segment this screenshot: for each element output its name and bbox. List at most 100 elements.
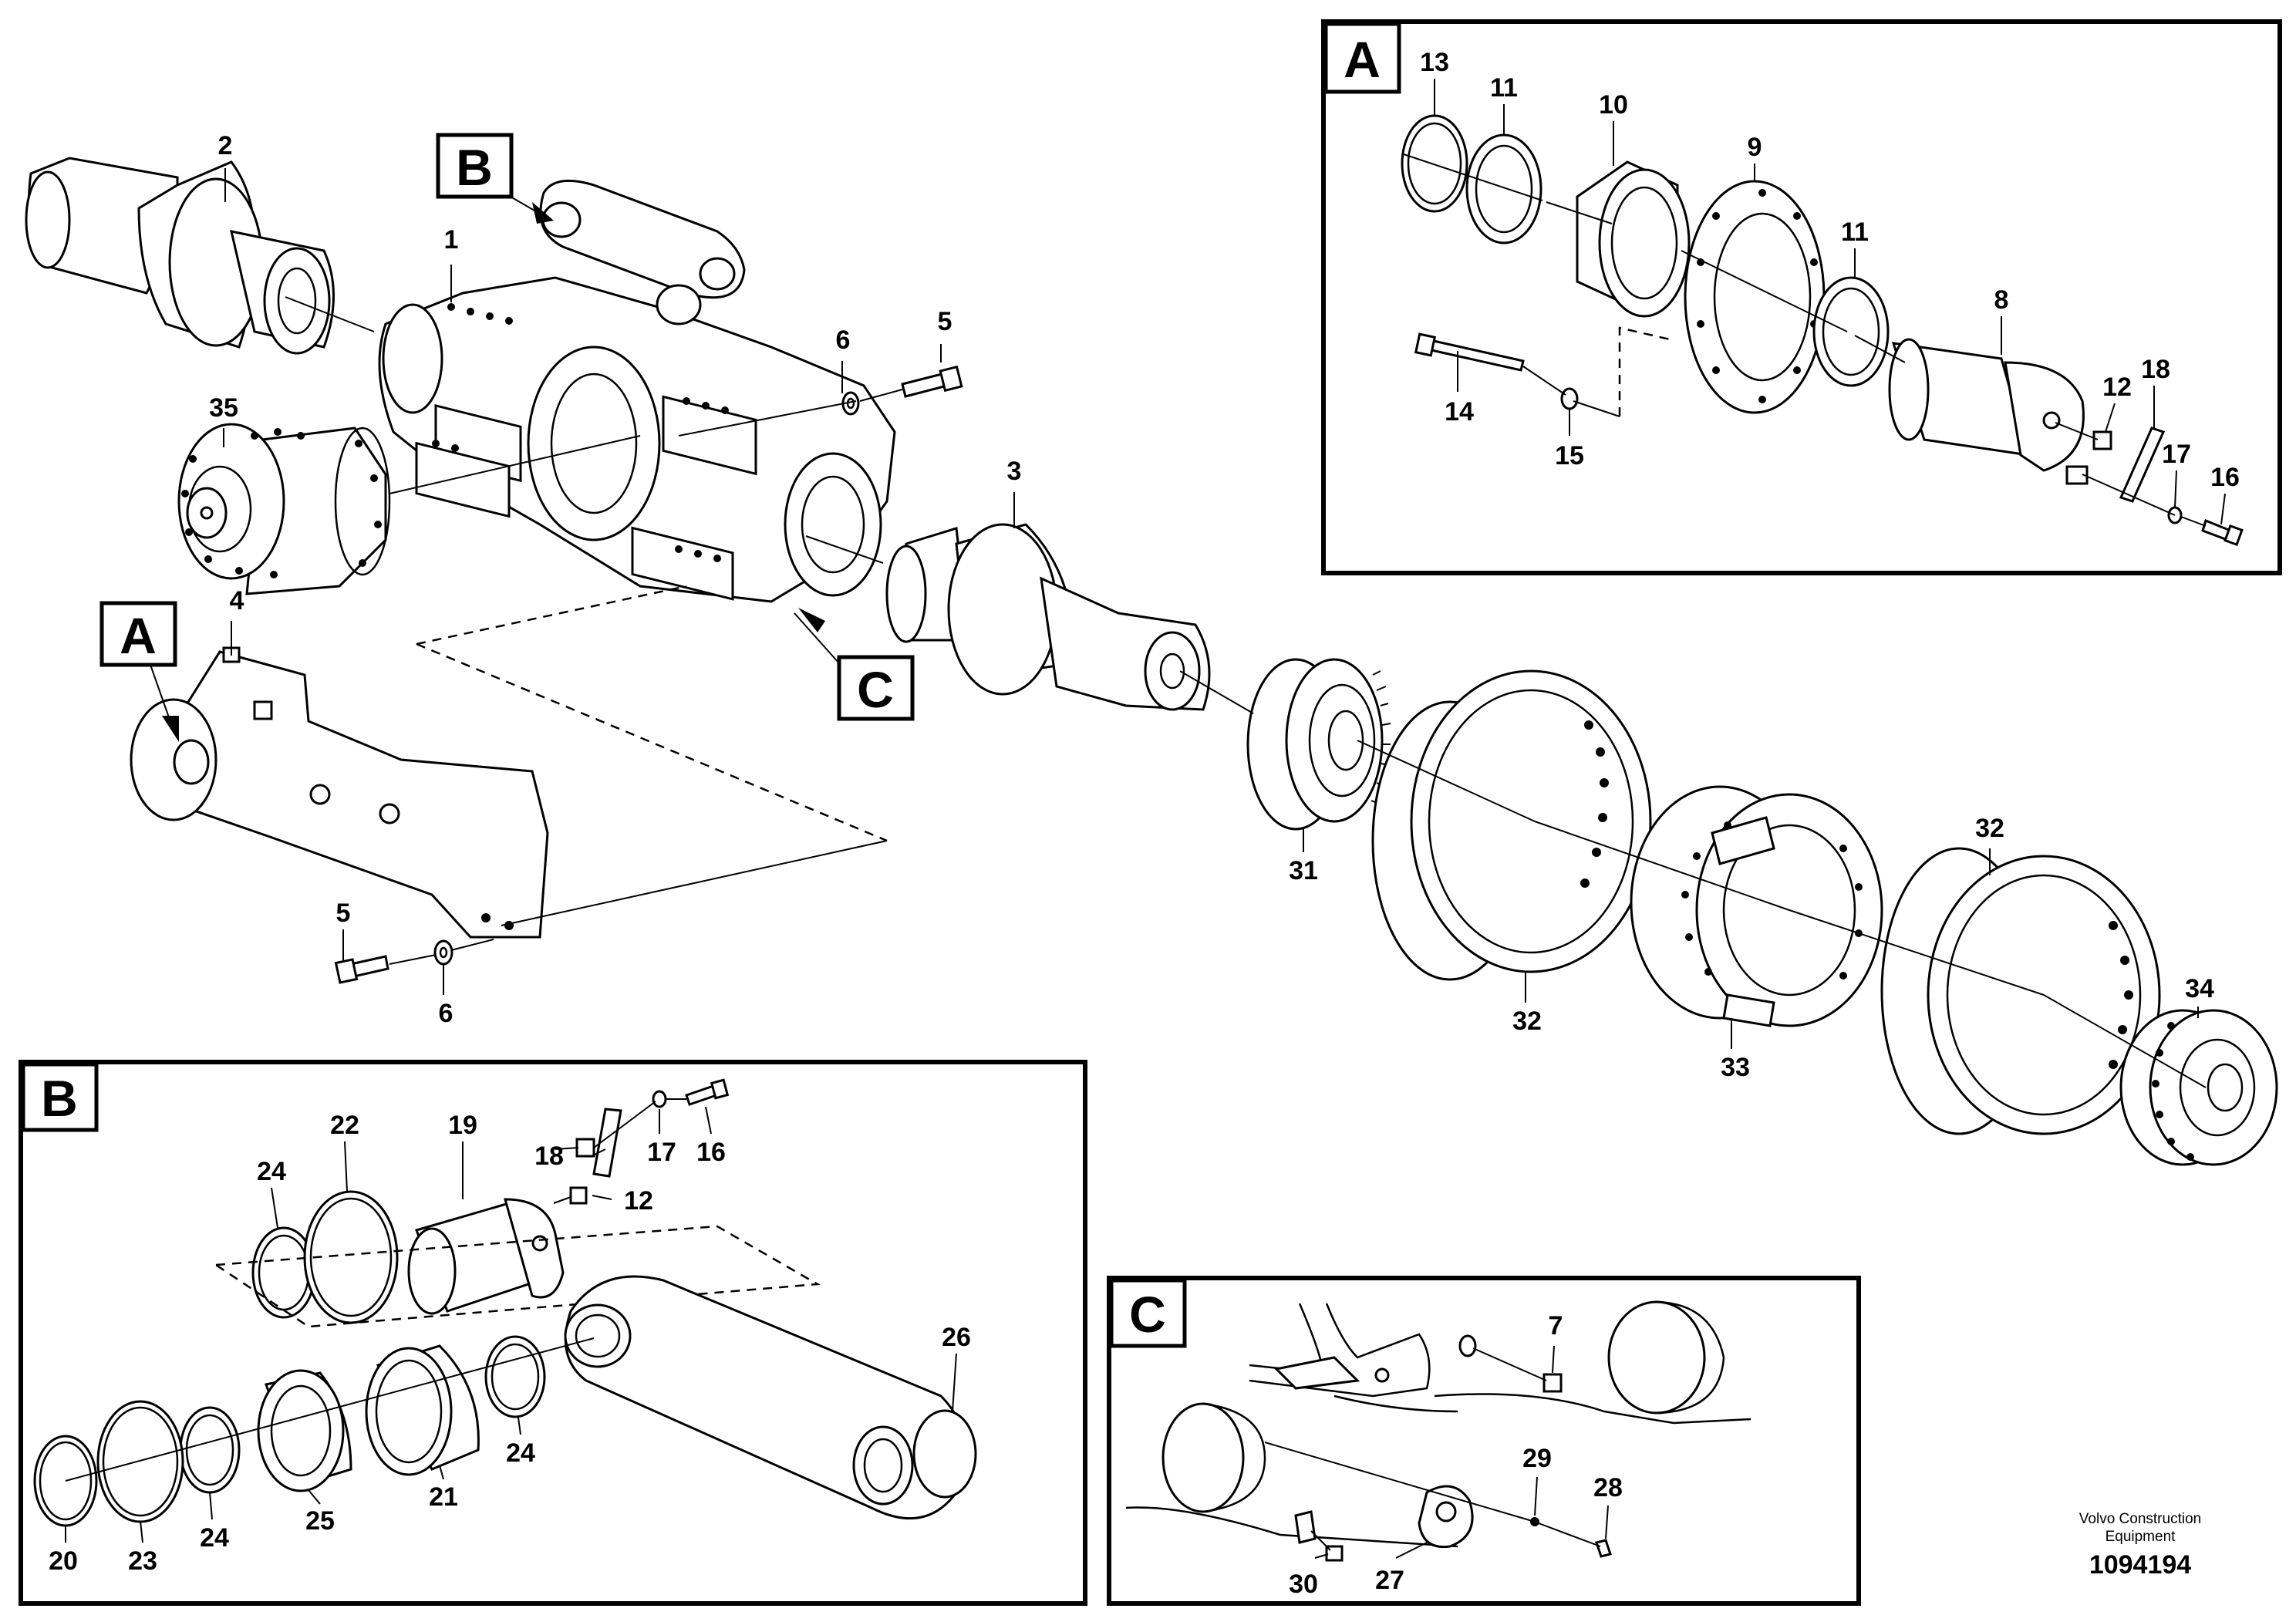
manufacturer-line-2: Equipment <box>2106 1529 2176 1545</box>
callout-32-outer: 32 <box>1975 814 2004 843</box>
detail-a-label: A <box>1344 31 1381 88</box>
link-arm-assembly <box>539 179 746 325</box>
lock-plate-18 <box>2119 427 2166 503</box>
seal-ring-11b <box>1812 276 1890 387</box>
callout-a-12: 12 <box>2102 373 2132 402</box>
detail-a-panel: A <box>1321 19 2282 575</box>
callout-b-16: 16 <box>696 1138 726 1167</box>
callout-2: 2 <box>218 131 233 160</box>
callout-a-17: 17 <box>2162 440 2191 469</box>
bolt-14 <box>1423 338 1525 372</box>
planetary-hub-31 <box>1246 658 1391 831</box>
retaining-ring-13 <box>1401 114 1468 213</box>
callout-c-29: 29 <box>1522 1444 1552 1473</box>
callout-33: 33 <box>1721 1053 1750 1082</box>
callout-c-7: 7 <box>1549 1311 1563 1340</box>
callout-b-12: 12 <box>624 1186 653 1216</box>
callout-b-24-top: 24 <box>257 1157 286 1186</box>
callout-b-26: 26 <box>942 1323 971 1352</box>
callout-c-28: 28 <box>1593 1473 1623 1502</box>
manufacturer-line-1: Volvo Construction <box>2079 1511 2201 1527</box>
main-assembly: 2 1 5 6 3 35 4 5 6 31 32 33 32 34 B A <box>25 131 2278 1166</box>
screw-28 <box>1595 1539 1612 1558</box>
callout-a-18: 18 <box>2141 355 2170 384</box>
callout-a-9: 9 <box>1748 133 1762 162</box>
ring-24-mid <box>484 1335 546 1418</box>
wheel-rim-32b <box>1880 847 2161 1135</box>
callout-4: 4 <box>230 586 244 615</box>
svg-text:A: A <box>120 607 157 664</box>
callout-b-24-bottom: 24 <box>200 1523 229 1553</box>
detail-c-label: C <box>1129 1286 1166 1343</box>
callout-32-inner: 32 <box>1512 1007 1542 1036</box>
detail-b-panel: B <box>19 1060 1087 1606</box>
svg-text:C: C <box>857 661 894 718</box>
assembly-axis-lines <box>285 296 2207 1088</box>
callout-6-top: 6 <box>836 325 851 355</box>
main-callouts: 2 1 5 6 3 35 4 5 6 31 32 33 32 34 <box>209 131 2214 1082</box>
callout-35: 35 <box>209 393 238 423</box>
housing-detail-c <box>1125 1300 1752 1548</box>
callout-b-24-mid: 24 <box>506 1438 535 1468</box>
callout-a-11a: 11 <box>1490 73 1518 103</box>
spacer-a <box>2065 465 2089 485</box>
callout-1: 1 <box>444 225 459 255</box>
detail-ref-b: B <box>436 133 554 224</box>
ring-24-bottom <box>179 1406 241 1494</box>
washer-c <box>1458 1334 1477 1357</box>
detail-c-panel: C 7 29 <box>1107 1276 1861 1606</box>
title-block: Volvo Construction Equipment 1094194 <box>2079 1511 2201 1580</box>
bolt-5-bottom <box>334 955 389 984</box>
callout-5-bottom: 5 <box>336 899 351 928</box>
callout-c-27: 27 <box>1375 1566 1404 1595</box>
callout-a-11b: 11 <box>1841 218 1869 247</box>
axle-tube-right-3 <box>885 523 1211 711</box>
spacer-b <box>575 1138 595 1158</box>
callout-5-top: 5 <box>938 307 952 336</box>
callout-c-30: 30 <box>1289 1570 1318 1599</box>
washer-15 <box>1560 387 1579 410</box>
callout-6-bottom: 6 <box>439 999 453 1028</box>
detail-ref-c: C <box>794 608 915 721</box>
callout-b-20: 20 <box>49 1546 78 1576</box>
callout-a-16: 16 <box>2210 463 2240 492</box>
axle-tube-left-2 <box>25 157 335 355</box>
seal-ring-23 <box>96 1400 184 1523</box>
nut-12b <box>569 1186 588 1205</box>
callout-a-13: 13 <box>1420 48 1449 77</box>
main-leaders <box>223 168 2199 1049</box>
callout-b-21: 21 <box>429 1482 458 1512</box>
hub-cap-34 <box>2119 1009 2278 1166</box>
dashed-guide-main <box>416 585 888 842</box>
axle-housing-1 <box>378 276 896 603</box>
callout-a-15: 15 <box>1555 441 1584 470</box>
callout-b-18: 18 <box>534 1141 564 1171</box>
flange-9 <box>1684 180 1826 414</box>
callout-b-17: 17 <box>647 1138 676 1167</box>
callout-34: 34 <box>2185 974 2214 1003</box>
nut-7 <box>1542 1373 1563 1393</box>
drawing-number: 1094194 <box>2089 1550 2191 1580</box>
callout-b-19: 19 <box>448 1111 477 1140</box>
link-arm-26 <box>564 1275 977 1520</box>
lock-plate-18b <box>592 1108 622 1178</box>
spacer-ring-33 <box>1630 785 1883 1027</box>
callout-a-8: 8 <box>1994 285 2009 315</box>
washer-6-bottom <box>433 939 453 966</box>
callout-a-10: 10 <box>1599 90 1628 120</box>
callout-a-14: 14 <box>1445 397 1474 427</box>
seal-ring-11a <box>1465 133 1542 244</box>
wheel-rim-32a <box>1371 669 1652 981</box>
washer-17b <box>652 1090 667 1108</box>
callout-b-23: 23 <box>128 1546 157 1576</box>
callout-b-25: 25 <box>305 1506 335 1536</box>
callout-b-22: 22 <box>330 1111 359 1140</box>
detail-b-label: B <box>41 1070 78 1127</box>
detail-ref-a: A <box>99 601 179 742</box>
differential-35 <box>177 423 391 595</box>
svg-text:B: B <box>456 139 493 196</box>
axle-arm-4 <box>130 646 549 939</box>
callout-31: 31 <box>1289 856 1318 885</box>
nut-12 <box>2092 430 2112 450</box>
